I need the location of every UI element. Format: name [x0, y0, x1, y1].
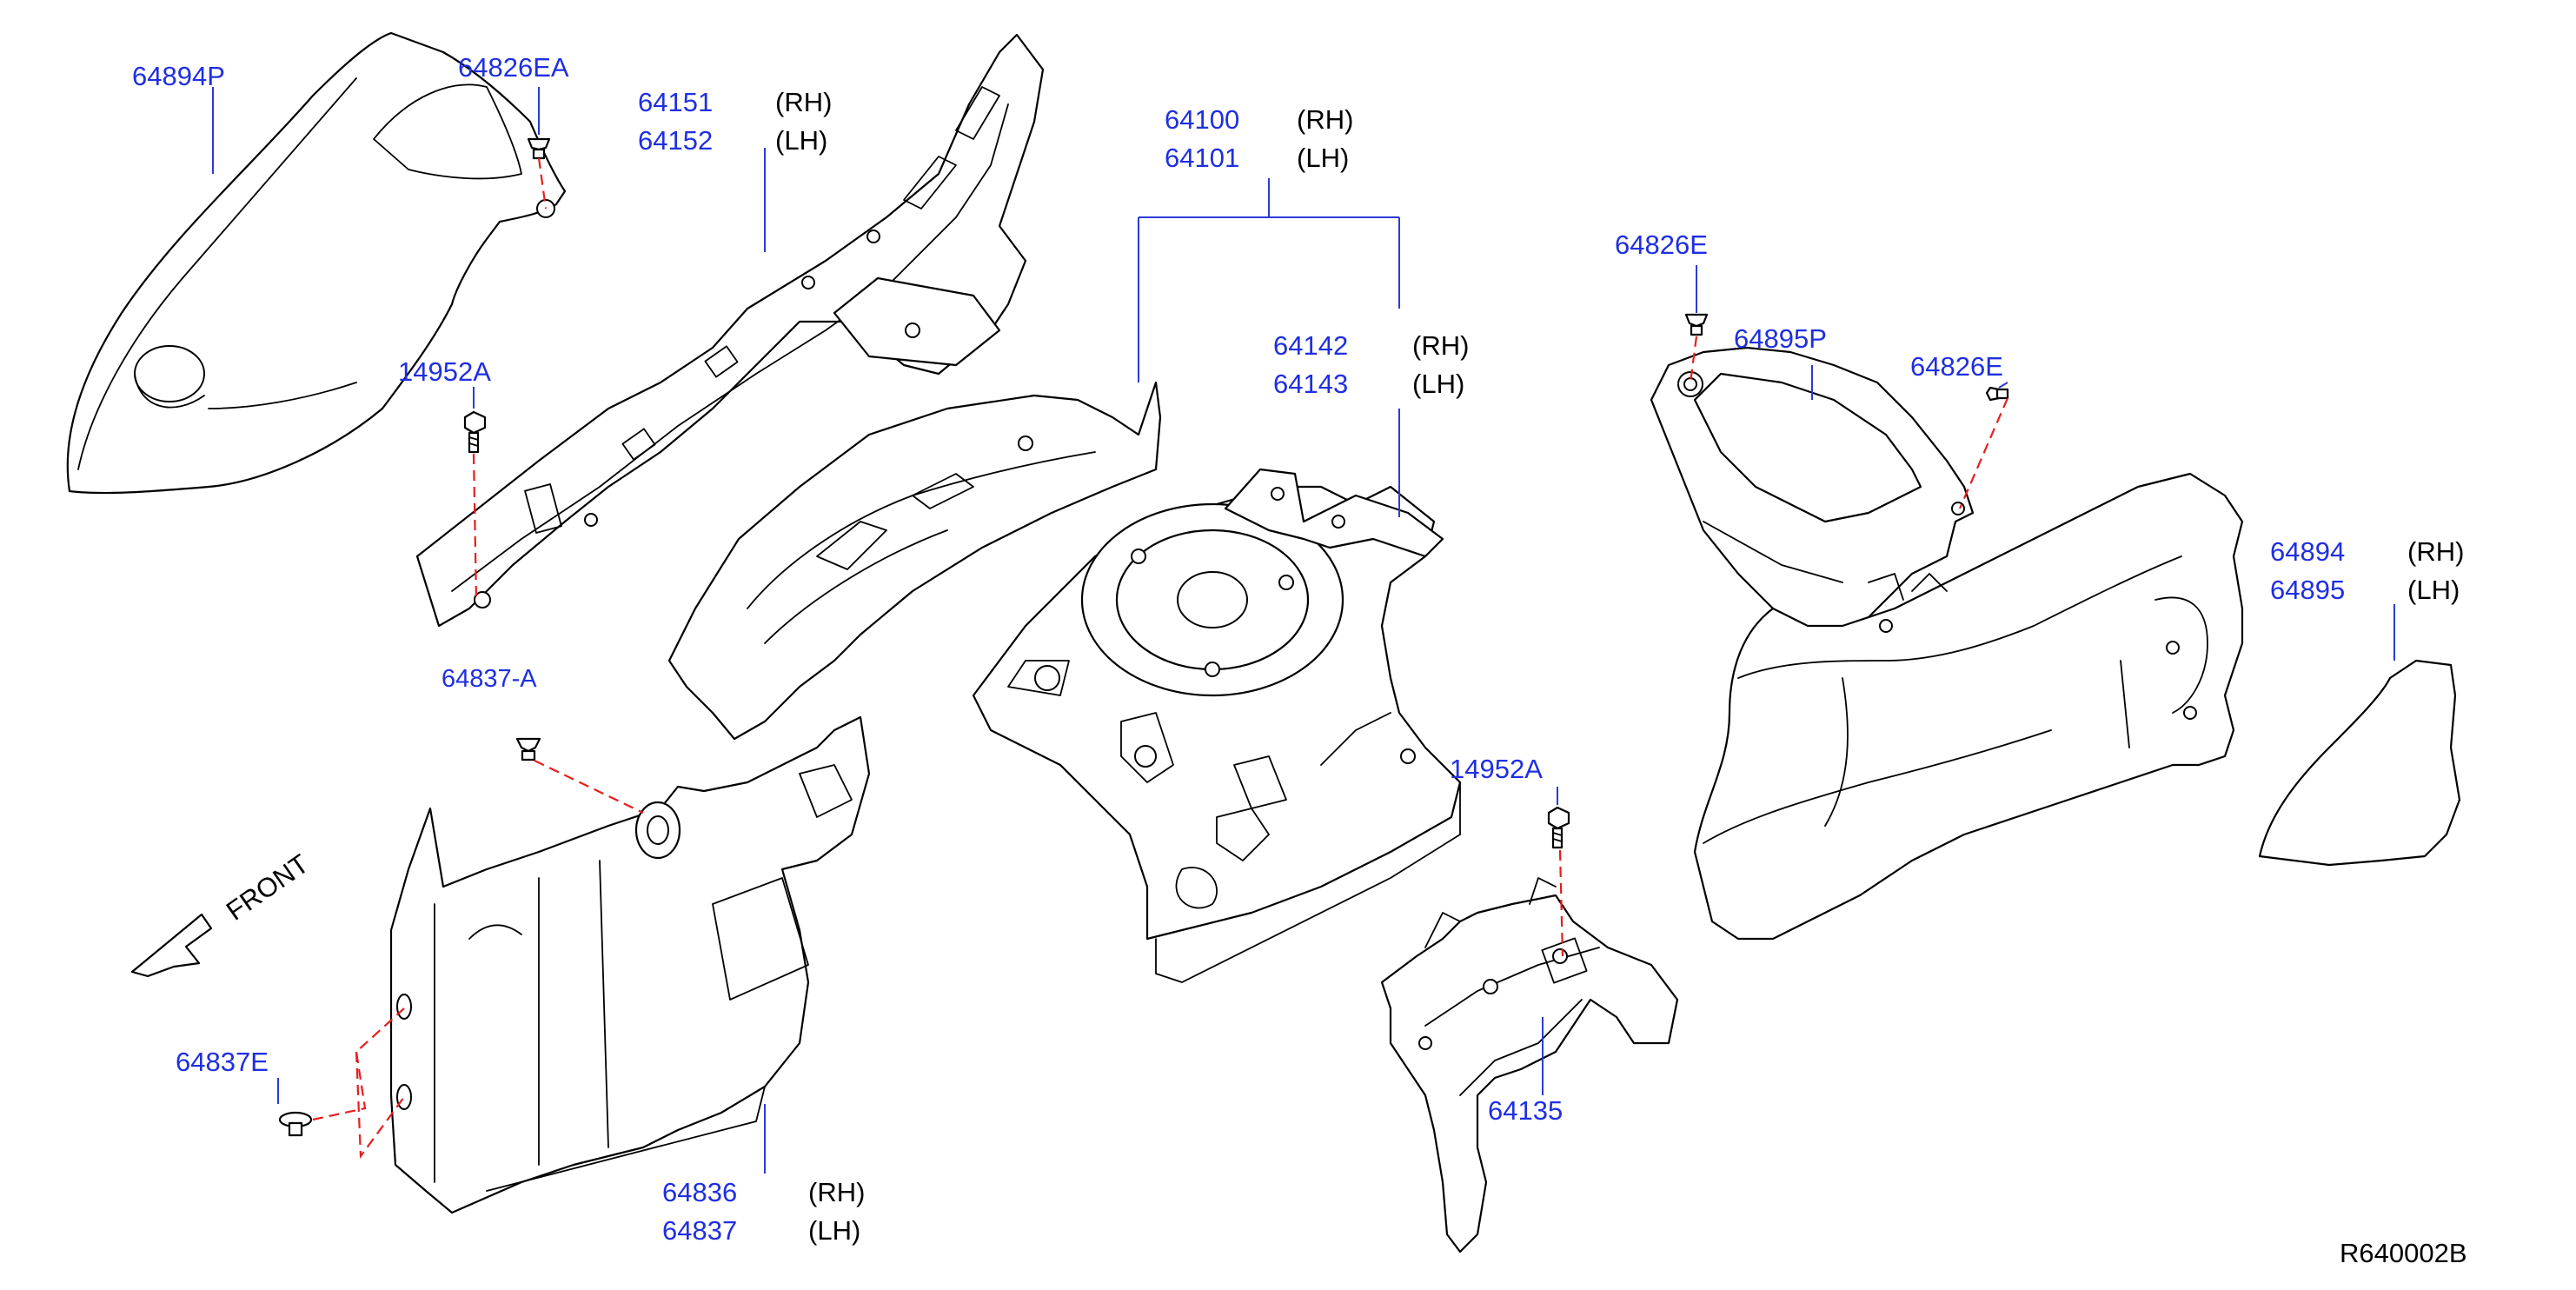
label-14952A-left: 14952A	[398, 356, 491, 387]
label-64143: 64143	[1273, 369, 1348, 399]
label-64152: 64152	[638, 125, 713, 156]
label-64826EA: 64826EA	[458, 52, 569, 83]
label-64895-side: (LH)	[2407, 575, 2460, 605]
splash-shield-64836[interactable]	[389, 715, 871, 1214]
label-64837: 64837	[662, 1215, 737, 1246]
label-64836: 64836	[662, 1177, 737, 1207]
hoodledge-reinforcement-64151[interactable]	[415, 33, 1045, 628]
panel-64894[interactable]	[2258, 659, 2461, 867]
apron-cover-64894P[interactable]	[66, 31, 567, 495]
label-64151: 64151	[638, 87, 713, 117]
front-direction-arrow: FRONT	[130, 848, 315, 978]
apron-cover-64895P[interactable]	[1650, 346, 1975, 654]
bracket-64135[interactable]	[1380, 877, 1679, 1253]
label-64837E: 64837E	[176, 1047, 269, 1077]
label-64143-side: (LH)	[1412, 369, 1464, 399]
clip-64826E-top[interactable]	[1684, 313, 1709, 336]
part-labels: 64894P 64826EA 64151 (RH) 64152 (LH) 641…	[132, 52, 2467, 1268]
label-64837-A-partial: 64837-A	[442, 665, 537, 693]
label-64101-side: (LH)	[1297, 143, 1349, 173]
label-64895P: 64895P	[1734, 323, 1827, 354]
label-64142: 64142	[1273, 330, 1348, 361]
fastener-lines	[312, 157, 2009, 1160]
label-64894: 64894	[2270, 536, 2345, 567]
label-64152-side: (LH)	[775, 125, 827, 156]
bolt-14952A-left[interactable]	[463, 410, 487, 454]
wheel-house-right[interactable]	[1693, 472, 2244, 941]
hoodledge-assembly-64100[interactable]	[667, 381, 1462, 983]
label-64836-side: (RH)	[808, 1177, 865, 1207]
label-64894-side: (RH)	[2407, 536, 2464, 567]
label-64101: 64101	[1165, 143, 1239, 173]
label-64895: 64895	[2270, 575, 2345, 605]
clip-64826EA[interactable]	[527, 137, 551, 160]
bolt-14952A-mid[interactable]	[1547, 806, 1570, 849]
label-64826E-top: 64826E	[1615, 229, 1708, 260]
label-14952A-mid: 14952A	[1450, 754, 1543, 784]
clip-64837E[interactable]	[278, 1111, 313, 1137]
label-64135: 64135	[1488, 1095, 1563, 1126]
label-64100-side: (RH)	[1297, 104, 1353, 135]
front-label: FRONT	[221, 848, 315, 927]
clip-64837-A[interactable]	[515, 737, 541, 761]
label-64100: 64100	[1165, 104, 1239, 135]
diagram-code: R640002B	[2340, 1238, 2467, 1268]
label-64826E-right: 64826E	[1910, 351, 2003, 382]
label-64894P: 64894P	[132, 61, 225, 91]
label-64151-side: (RH)	[775, 87, 832, 117]
leader-lines	[212, 87, 2395, 1174]
label-64837-side: (LH)	[808, 1215, 860, 1246]
label-64142-side: (RH)	[1412, 330, 1469, 361]
clip-64826E-right[interactable]	[1985, 386, 2009, 402]
